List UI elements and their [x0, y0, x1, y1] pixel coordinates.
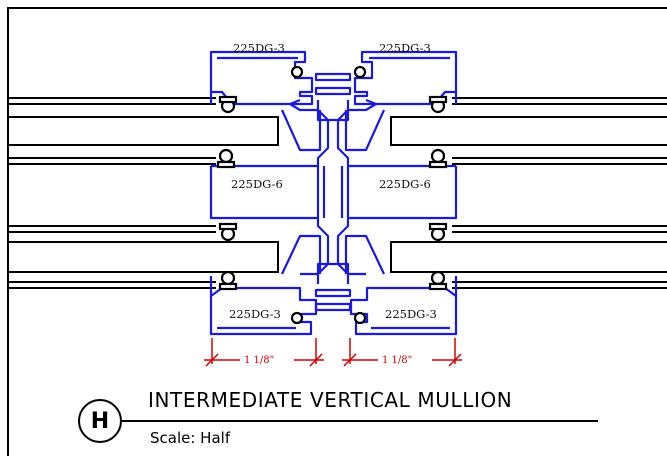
- dimension-right: 1 1/8": [382, 355, 412, 366]
- glass-unit-top-left: [7, 116, 279, 146]
- connector-top-2: [314, 86, 352, 96]
- connector-bottom-1: [314, 288, 352, 298]
- drawing-title: INTERMEDIATE VERTICAL MULLION: [148, 388, 513, 412]
- connector-top-1: [314, 72, 352, 82]
- part-label-bottom-left: 225DG-3: [229, 307, 281, 321]
- dimension-lines: [204, 338, 462, 367]
- sheet-border: [7, 7, 667, 456]
- mullion-profiles: [209, 50, 458, 336]
- part-label-top-right: 225DG-3: [379, 41, 431, 55]
- detail-letter: H: [90, 408, 110, 434]
- glazing-gaskets: [216, 65, 448, 325]
- profile-mid-left-upper: [211, 98, 330, 168]
- connector-bottom-2: [314, 302, 352, 312]
- part-label-mid-right: 225DG-6: [379, 177, 431, 191]
- glass-unit-bottom-left: [7, 241, 279, 273]
- glazing-panels: [7, 97, 667, 289]
- dimension-left: 1 1/8": [244, 355, 274, 366]
- part-label-top-left: 225DG-3: [233, 41, 285, 55]
- profile-mid-right-upper: [336, 98, 456, 168]
- part-label-mid-left: 225DG-6: [231, 177, 283, 191]
- glass-unit-bottom-right: [390, 241, 667, 273]
- glass-unit-top-right: [390, 116, 667, 146]
- drawing-scale: Scale: Half: [150, 429, 231, 447]
- detail-marker: H: [78, 399, 122, 443]
- part-label-bottom-right: 225DG-3: [385, 307, 437, 321]
